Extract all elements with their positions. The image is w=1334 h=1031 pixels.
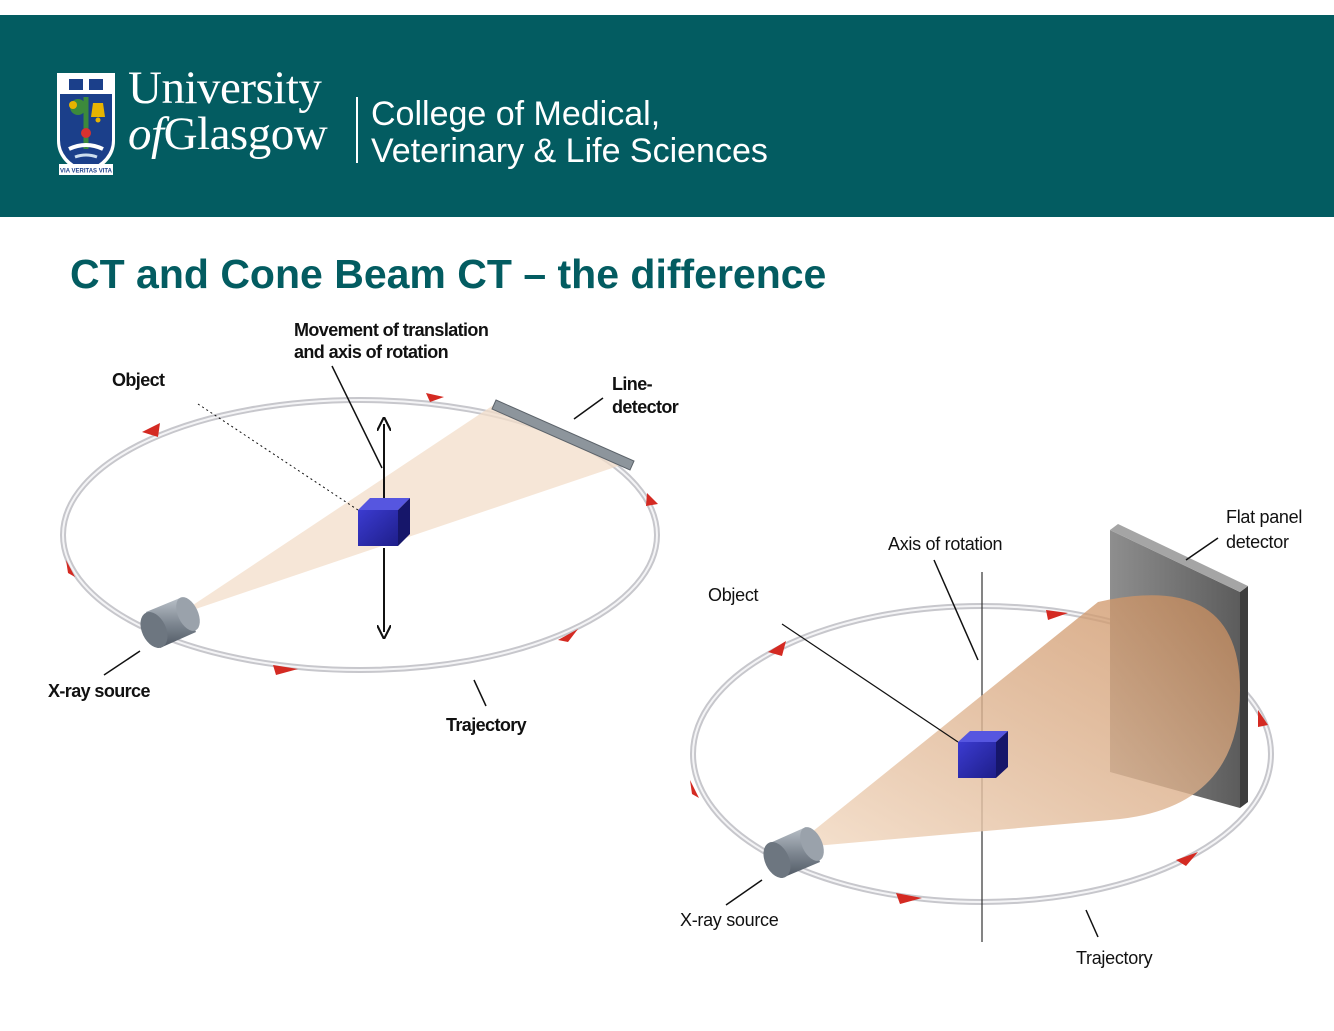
ct-rotation-arrows: [66, 393, 658, 675]
ct-movement-leader: [331, 365, 383, 469]
university-name-glasgow: Glasgow: [163, 108, 328, 160]
cbct-label-xray-source: X-ray source: [680, 910, 779, 930]
ct-diagram: Movement of translation and axis of rota…: [48, 320, 679, 735]
ct-label-trajectory: Trajectory: [446, 715, 527, 735]
cbct-axis-leader: [933, 559, 979, 661]
ct-object-leader: [197, 403, 359, 511]
cbct-xray-source: [763, 827, 824, 878]
ct-label-detector-line2: detector: [612, 397, 679, 417]
cbct-source-leader: [725, 879, 763, 906]
college-name-line2: Veterinary & Life Sciences: [371, 132, 768, 170]
ct-line-detector: [491, 399, 635, 471]
ct-object-cube: [358, 498, 410, 546]
university-name-line2: ofGlasgow: [128, 108, 328, 160]
ct-label-movement-line2: and axis of rotation: [294, 342, 448, 362]
university-crest-icon: VIA VERITAS VITA: [57, 73, 115, 175]
cbct-panel-leader: [1185, 537, 1219, 561]
cbct-rotation-arrows: [690, 610, 1268, 904]
university-name-line1: University: [128, 62, 322, 114]
ct-label-xray-source: X-ray source: [48, 681, 150, 701]
header-banner: VIA VERITAS VITA University ofGlasgow Co…: [0, 15, 1334, 217]
header-divider: [356, 97, 358, 163]
ct-source-leader: [103, 650, 141, 676]
ct-label-movement-line1: Movement of translation: [294, 320, 488, 340]
cbct-label-object: Object: [708, 585, 759, 605]
cbct-label-panel-line1: Flat panel: [1226, 507, 1302, 527]
university-name-of: of: [128, 108, 164, 160]
cbct-object-cube: [958, 731, 1008, 778]
ct-trajectory-leader: [473, 679, 487, 707]
cbct-object-leader: [781, 623, 959, 743]
cbct-trajectory-leader: [1085, 909, 1099, 938]
slide-title: CT and Cone Beam CT – the difference: [70, 251, 827, 297]
cbct-diagram: Flat panel detector Axis of rotation Obj…: [680, 507, 1302, 968]
ct-detector-leader: [573, 397, 604, 420]
cbct-label-axis: Axis of rotation: [888, 534, 1002, 554]
cbct-cone-beam: [792, 595, 1240, 848]
cbct-label-panel-line2: detector: [1226, 532, 1289, 552]
cbct-label-trajectory: Trajectory: [1076, 948, 1153, 968]
ct-xray-source: [140, 597, 200, 648]
college-name-line1: College of Medical,: [371, 95, 661, 133]
ct-label-detector-line1: Line-: [612, 374, 653, 394]
ct-label-object: Object: [112, 370, 165, 390]
crest-motto: VIA VERITAS VITA: [60, 169, 113, 175]
